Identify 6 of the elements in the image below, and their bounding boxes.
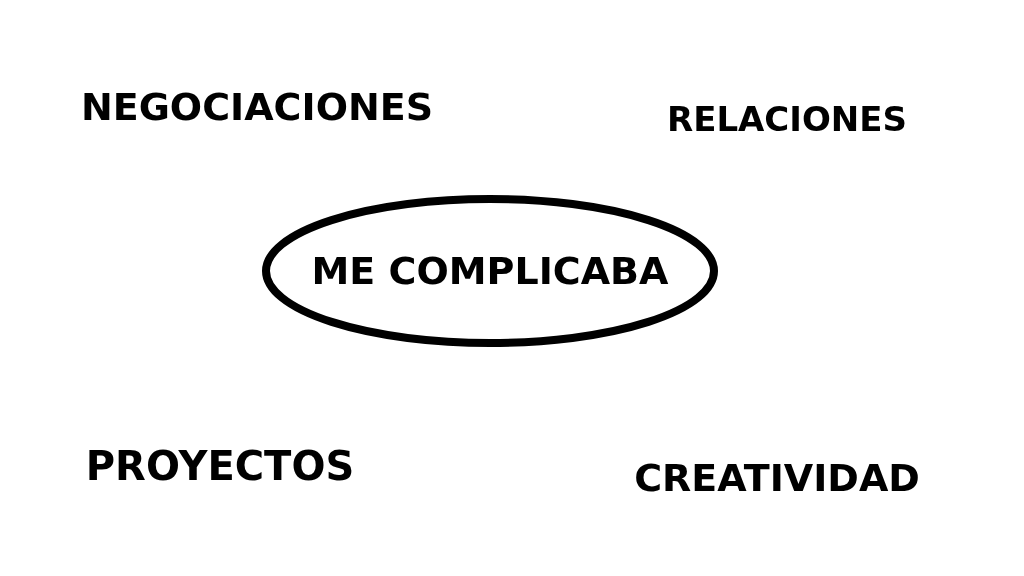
word-label: PROYECTOS — [85, 446, 355, 486]
word-label: CREATIVIDAD — [634, 459, 920, 497]
word-label: RELACIONES — [666, 102, 908, 136]
word-label: NEGOCIACIONES — [80, 88, 434, 126]
ellipse-node — [262, 195, 718, 347]
node-text: ME COMPLICABA — [311, 252, 669, 290]
